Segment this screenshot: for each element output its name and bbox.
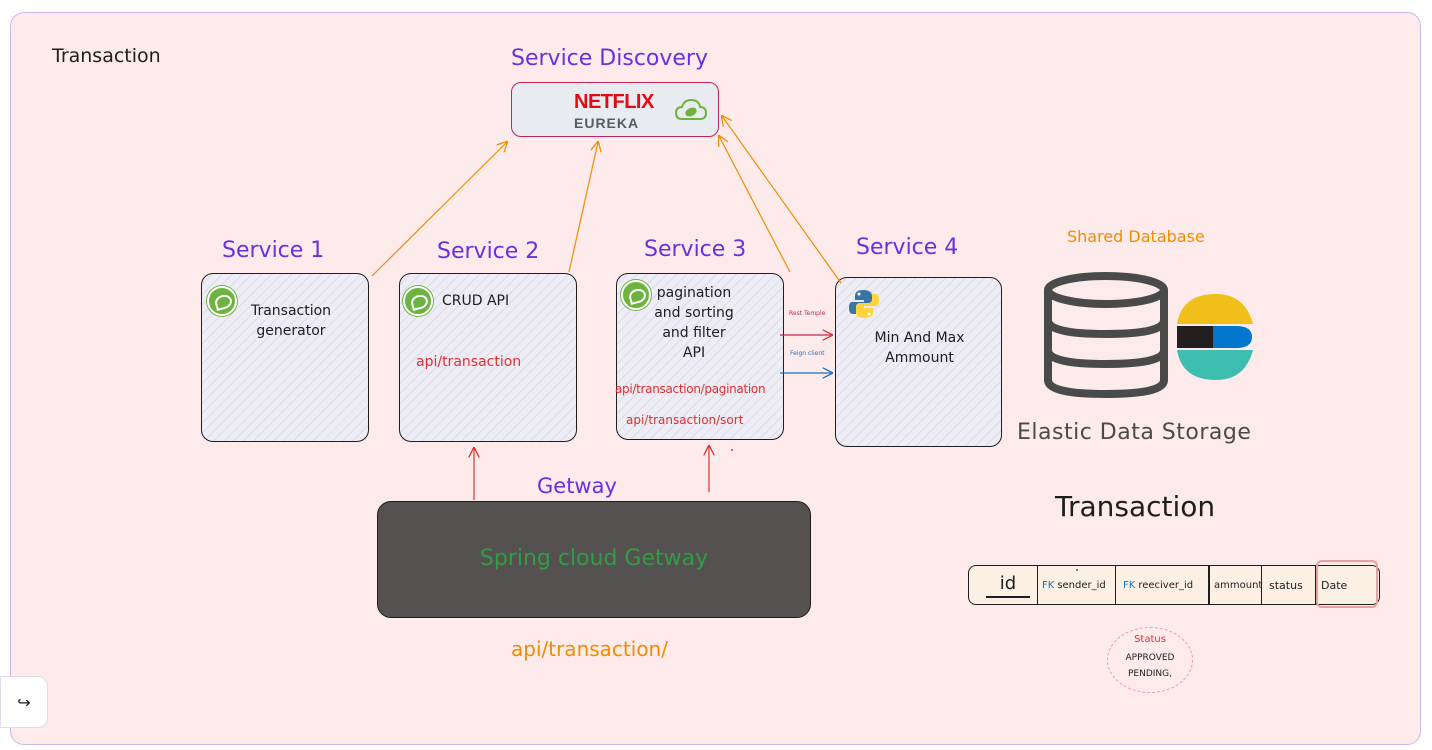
cursor-dot: [1076, 569, 1078, 571]
rest-template-label: Rest Temple: [789, 310, 826, 317]
shared-database-title: Shared Database: [1067, 227, 1205, 246]
gateway-path: api/transaction/: [511, 637, 668, 661]
service-4-line-2: Ammount: [885, 350, 954, 366]
spring-icon: [207, 286, 237, 316]
status-note: Status APPROVED PENDING,: [1107, 627, 1193, 693]
fk-badge: FK: [1042, 579, 1055, 591]
date-column-highlight: [1316, 560, 1378, 608]
elastic-icon: [1177, 294, 1253, 380]
entity-col-id: id: [983, 566, 1033, 604]
service-4-box[interactable]: Min And Max Ammount: [835, 277, 1002, 447]
entity-col-amount: ammount: [1214, 579, 1263, 591]
service-discovery-title: Service Discovery: [511, 46, 708, 71]
fk-badge: FK: [1123, 579, 1136, 591]
arrow-service3-to-discovery: [719, 136, 791, 273]
entity-title: Transaction: [1055, 490, 1216, 523]
service-3-line-4: API: [682, 345, 706, 361]
spring-icon: [621, 280, 651, 310]
status-value-approved: APPROVED: [1125, 653, 1175, 663]
service-3-endpoint-pagination: api/transaction/pagination: [615, 382, 766, 396]
service-1-line-1: Transaction: [250, 303, 332, 319]
service-1-line-2: generator: [256, 323, 326, 339]
service-1-title: Service 1: [222, 238, 325, 263]
leaf-cloud-icon: [674, 98, 708, 120]
service-3-line-2: and sorting: [654, 305, 734, 321]
eureka-logo-text: EUREKA: [574, 115, 640, 131]
database-icon: [1044, 272, 1168, 399]
python-icon: [849, 290, 879, 318]
redo-icon: ↪: [17, 692, 31, 712]
gateway-label: Spring cloud Getway: [479, 546, 709, 571]
service-2-box[interactable]: CRUD API api/transaction: [399, 273, 577, 442]
status-value-pending: PENDING,: [1128, 669, 1172, 679]
service-3-title: Service 3: [644, 237, 747, 262]
service-3-line-1: pagination: [656, 285, 732, 301]
service-2-title: Service 2: [437, 239, 540, 264]
arrow-service2-to-discovery: [568, 142, 598, 273]
service-3-endpoint-sort: api/transaction/sort: [626, 413, 744, 427]
eureka-box[interactable]: NETFLIX EUREKA: [511, 82, 719, 137]
spring-icon: [403, 286, 433, 316]
frame-title: Transaction: [52, 45, 161, 67]
spring-cloud-gateway-box[interactable]: Spring cloud Getway: [377, 501, 811, 618]
status-note-title: Status: [1134, 634, 1166, 645]
elastic-storage-caption: Elastic Data Storage: [1017, 420, 1252, 445]
service-3-line-3: and filter: [662, 325, 726, 341]
gateway-title: Getway: [537, 474, 617, 498]
service-4-line-1: Min And Max: [874, 330, 965, 346]
netflix-logo-text: NETFLIX: [574, 91, 654, 113]
service-4-title: Service 4: [856, 235, 959, 260]
redo-button[interactable]: ↪: [0, 676, 48, 728]
arrow-service4-to-discovery: [722, 116, 842, 284]
service-2-line-1: CRUD API: [442, 293, 510, 309]
feign-client-label: Feign client: [790, 350, 825, 357]
service-3-box[interactable]: pagination and sorting and filter API ap…: [615, 273, 784, 440]
entity-col-status: status: [1269, 578, 1303, 592]
database-icons: [1044, 272, 1253, 399]
entity-col-date: Date: [1321, 578, 1348, 592]
arrow-service1-to-discovery: [371, 142, 507, 277]
service-2-endpoint: api/transaction: [416, 354, 522, 370]
service-1-box[interactable]: Transaction generator: [201, 273, 369, 442]
